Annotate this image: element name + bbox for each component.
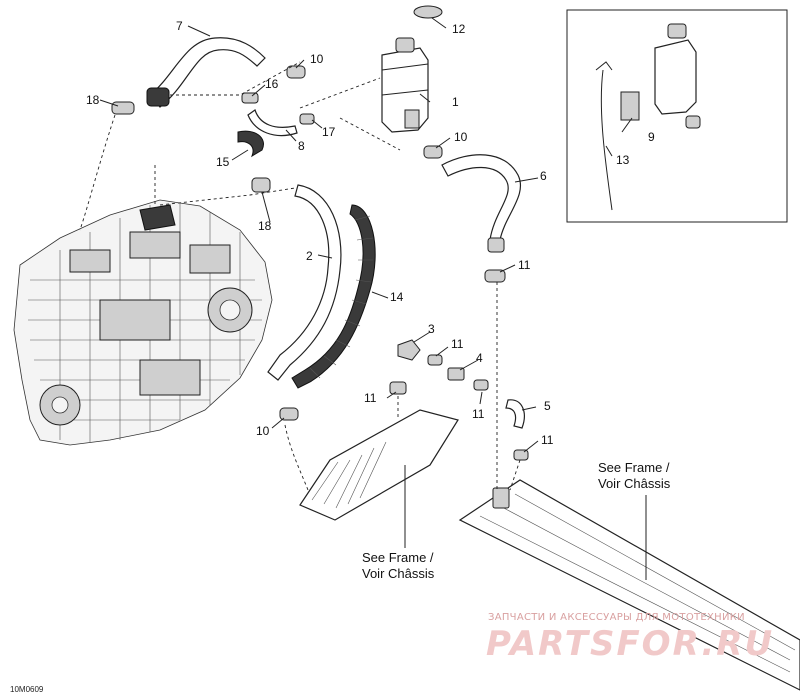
callout-10-lower: 10 bbox=[256, 424, 270, 438]
callout-15: 15 bbox=[216, 155, 230, 169]
callout-6: 6 bbox=[540, 169, 547, 183]
callout-11-c: 11 bbox=[541, 433, 554, 447]
callout-11-b: 11 bbox=[472, 407, 485, 421]
callout-18-lower: 18 bbox=[258, 219, 272, 233]
heat-exchanger bbox=[299, 409, 459, 521]
hose-15 bbox=[237, 130, 264, 158]
expansion-tank-1 bbox=[381, 37, 429, 133]
callout-8: 8 bbox=[298, 139, 305, 153]
hose-8 bbox=[247, 109, 298, 137]
watermark-caption: ЗАПЧАСТИ И АКСЕССУАРЫ ДЛЯ МОТОТЕХНИКИ bbox=[488, 612, 745, 623]
inset-box bbox=[566, 9, 788, 223]
callout-13: 13 bbox=[616, 153, 630, 167]
fitting-3 bbox=[397, 339, 421, 361]
hose-5 bbox=[505, 399, 525, 429]
callout-7: 7 bbox=[176, 19, 183, 33]
callout-4: 4 bbox=[476, 351, 483, 365]
engine-illustration bbox=[13, 199, 273, 446]
clamp-18-lower bbox=[251, 177, 271, 193]
callout-14: 14 bbox=[390, 290, 404, 304]
callout-2: 2 bbox=[306, 249, 313, 263]
hose-7-end bbox=[146, 87, 170, 107]
callout-11-right: 11 bbox=[518, 258, 531, 272]
cap-12 bbox=[413, 5, 443, 19]
frame-mount bbox=[492, 487, 510, 509]
callout-16: 16 bbox=[265, 77, 279, 91]
frame-note-right-line2: Voir Châssis bbox=[598, 476, 671, 491]
watermark: ЗАПЧАСТИ И АКСЕССУАРЫ ДЛЯ МОТОТЕХНИКИ PA… bbox=[486, 612, 774, 664]
clamp-11-b bbox=[473, 379, 489, 391]
callout-1: 1 bbox=[452, 95, 459, 109]
clamp-11-a bbox=[427, 354, 443, 366]
leader-lines bbox=[99, 17, 647, 580]
frame-note-bottom: See Frame / Voir Châssis bbox=[362, 550, 435, 581]
clamp-10-lower bbox=[279, 407, 299, 421]
callout-18-upper: 18 bbox=[86, 93, 100, 107]
callout-9: 9 bbox=[648, 130, 655, 144]
routing-dashes bbox=[79, 61, 521, 491]
frame-note-right-line1: See Frame / bbox=[598, 460, 670, 475]
callout-11-d: 11 bbox=[364, 391, 377, 405]
callout-12: 12 bbox=[452, 22, 466, 36]
hose-14 bbox=[291, 204, 376, 389]
clamp-11-c bbox=[513, 449, 529, 461]
clamp-10-upper bbox=[286, 65, 306, 79]
clamp-11-right bbox=[484, 269, 506, 283]
frame-note-bottom-line2: Voir Châssis bbox=[362, 566, 435, 581]
callout-11-a: 11 bbox=[451, 337, 464, 351]
callout-10-upper: 10 bbox=[310, 52, 324, 66]
callout-labels: 7 12 10 16 18 1 17 10 8 15 6 18 2 11 14 … bbox=[86, 19, 655, 447]
watermark-logo: PARTSFOR.RU bbox=[486, 624, 774, 664]
frame-note-right: See Frame / Voir Châssis bbox=[598, 460, 671, 491]
callout-17: 17 bbox=[322, 125, 336, 139]
clamp-18-upper bbox=[111, 101, 135, 115]
clamp-16 bbox=[241, 92, 259, 104]
fitting-4 bbox=[447, 367, 465, 381]
callout-5: 5 bbox=[544, 399, 551, 413]
clamp-10-mid bbox=[423, 145, 443, 159]
clamp-17 bbox=[299, 113, 315, 125]
clamp-11-d bbox=[389, 381, 407, 395]
diagram-code: 10M0609 bbox=[10, 685, 44, 694]
hose-2 bbox=[267, 184, 342, 381]
callout-10-mid: 10 bbox=[454, 130, 468, 144]
hose-6 bbox=[441, 154, 521, 241]
hose-6-end bbox=[487, 237, 505, 253]
frame-note-bottom-line1: See Frame / bbox=[362, 550, 434, 565]
callout-3: 3 bbox=[428, 322, 435, 336]
